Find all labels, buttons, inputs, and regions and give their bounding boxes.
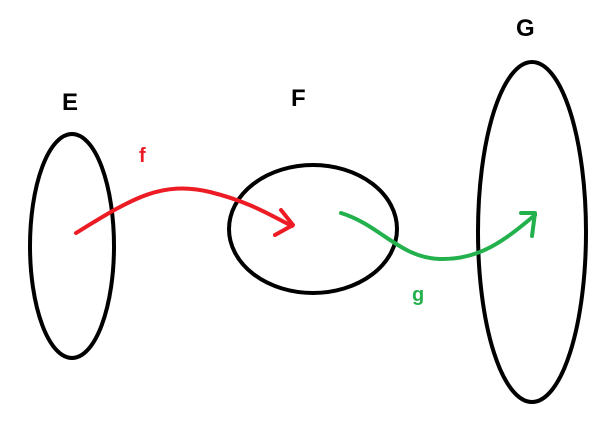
set-g-ellipse (476, 60, 588, 404)
map-f-label: f (139, 145, 146, 167)
set-e-label: E (62, 89, 78, 116)
set-e-ellipse (28, 132, 116, 360)
arrowhead-g (519, 211, 537, 238)
map-g-label: g (412, 284, 424, 306)
arrowhead-f (273, 208, 295, 237)
map-g-arrow (339, 211, 537, 262)
set-g-label: G (516, 15, 535, 42)
set-f-label: F (291, 85, 306, 112)
map-f-arrow (74, 186, 295, 237)
set-f-circle (227, 163, 399, 295)
